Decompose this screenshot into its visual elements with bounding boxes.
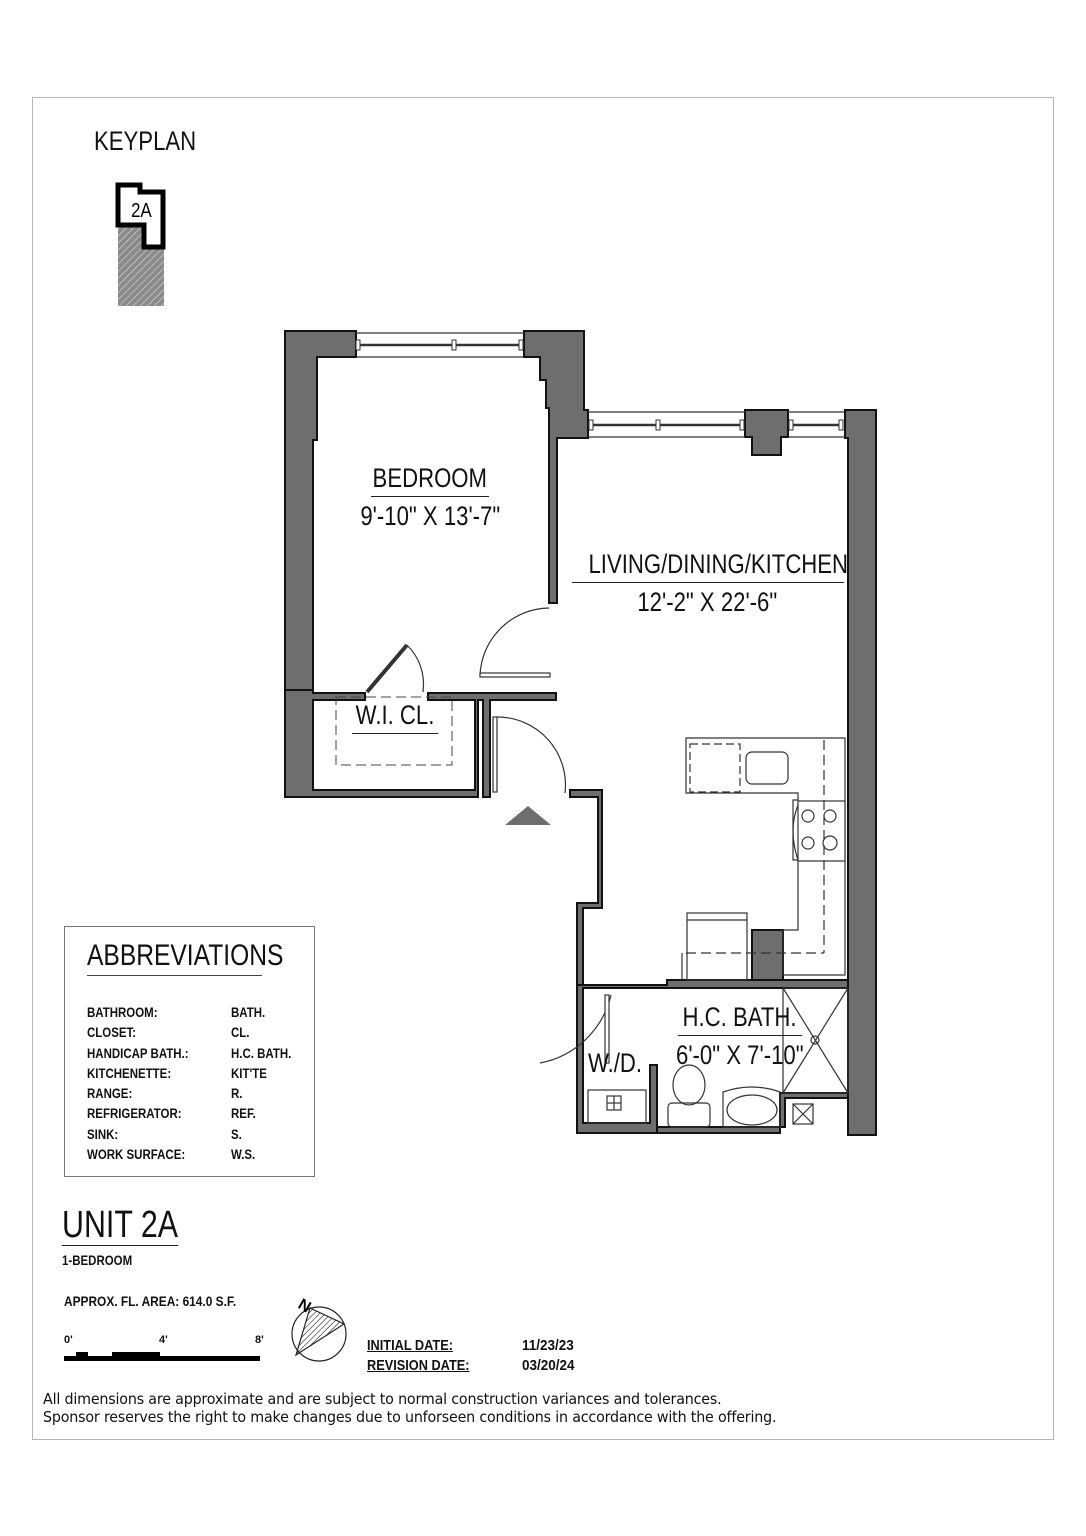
revision-date-label: REVISION DATE:: [367, 1357, 470, 1374]
disclaimer-line-1: All dimensions are approximate and are s…: [43, 1390, 722, 1408]
initial-date-label: INITIAL DATE:: [367, 1337, 453, 1354]
entry-marker: [505, 806, 551, 825]
abbreviation-row: BATHROOM:BATH.: [87, 1005, 266, 1020]
room-dimensions: 6'-0" X 7'-10": [676, 1040, 804, 1070]
abbreviation-row: KITCHENETTE:KIT'TE: [87, 1065, 267, 1081]
room-name: LIVING/DINING/KITCHEN: [588, 549, 849, 579]
room-washer-dryer: W./D.: [580, 1048, 650, 1079]
keyplan-diagram: 2A: [115, 182, 166, 306]
scale-label-4: 4': [159, 1334, 168, 1346]
disclaimer-line-2: Sponsor reserves the right to make chang…: [43, 1408, 777, 1426]
room-name: W.I. CL.: [355, 700, 435, 730]
room-name: H.C. BATH.: [682, 1002, 797, 1032]
disclaimer: All dimensions are approximate and are s…: [43, 1390, 777, 1426]
floor-plan: [284, 330, 877, 1136]
scale-label-8: 8': [255, 1334, 264, 1346]
bedroom-east-wall: [523, 330, 589, 604]
room-name: BEDROOM: [372, 463, 488, 493]
east-wall: [844, 409, 877, 1136]
room-bedroom: BEDROOM 9'-10" X 13'-7": [330, 463, 530, 532]
abbreviations-legend: ABBREVIATIONS BATHROOM:BATH. CLOSET:CL. …: [64, 926, 315, 1177]
room-dimensions: 12'-2" X 22'-6": [637, 587, 778, 617]
keyplan-unit-tag: 2A: [131, 199, 152, 222]
unit-type: 1-BEDROOM: [62, 1252, 133, 1268]
initial-date-value: 11/23/23: [522, 1337, 574, 1354]
unit-title: UNIT 2A: [62, 1204, 179, 1246]
floor-area: APPROX. FL. AREA: 614.0 S.F.: [64, 1293, 237, 1309]
entry-door-swing: [496, 716, 567, 794]
bedroom-door-swing: [479, 607, 550, 677]
abbreviation-row: HANDICAP BATH.:H.C. BATH.: [87, 1045, 292, 1061]
scale-label-0: 0': [64, 1334, 73, 1346]
abbreviation-row: CLOSET:CL.: [87, 1025, 250, 1041]
entry-east-wall: [569, 789, 603, 986]
closet-walls: [284, 689, 557, 798]
abbreviation-row: REFRIGERATOR:REF.: [87, 1106, 256, 1122]
unit-title-rule: [62, 1245, 178, 1246]
keyplan-title: KEYPLAN: [94, 126, 197, 156]
room-closet: W.I. CL.: [340, 700, 450, 738]
room-dimensions: 9'-10" X 13'-7": [360, 501, 500, 531]
north-arrow: N: [291, 1296, 347, 1362]
abbreviation-row: WORK SURFACE:W.S.: [87, 1147, 256, 1163]
room-living: LIVING/DINING/KITCHEN 12'-2" X 22'-6": [560, 549, 855, 618]
room-name: W./D.: [587, 1048, 643, 1078]
living-pier: [744, 409, 789, 456]
revision-date-value: 03/20/24: [522, 1357, 575, 1374]
page-border: [32, 97, 1054, 1440]
abbreviations-title: ABBREVIATIONS: [87, 939, 284, 972]
kitchen-pier: [751, 929, 784, 986]
dates-block: INITIAL DATE: 11/23/23 REVISION DATE: 03/2…: [367, 1336, 580, 1376]
abbreviation-row: SINK:S.: [87, 1126, 242, 1142]
abbreviation-row: RANGE:R.: [87, 1086, 243, 1102]
room-bath: H.C. BATH. 6'-0" X 7'-10": [660, 1002, 820, 1071]
scale-bar: [64, 1352, 260, 1361]
